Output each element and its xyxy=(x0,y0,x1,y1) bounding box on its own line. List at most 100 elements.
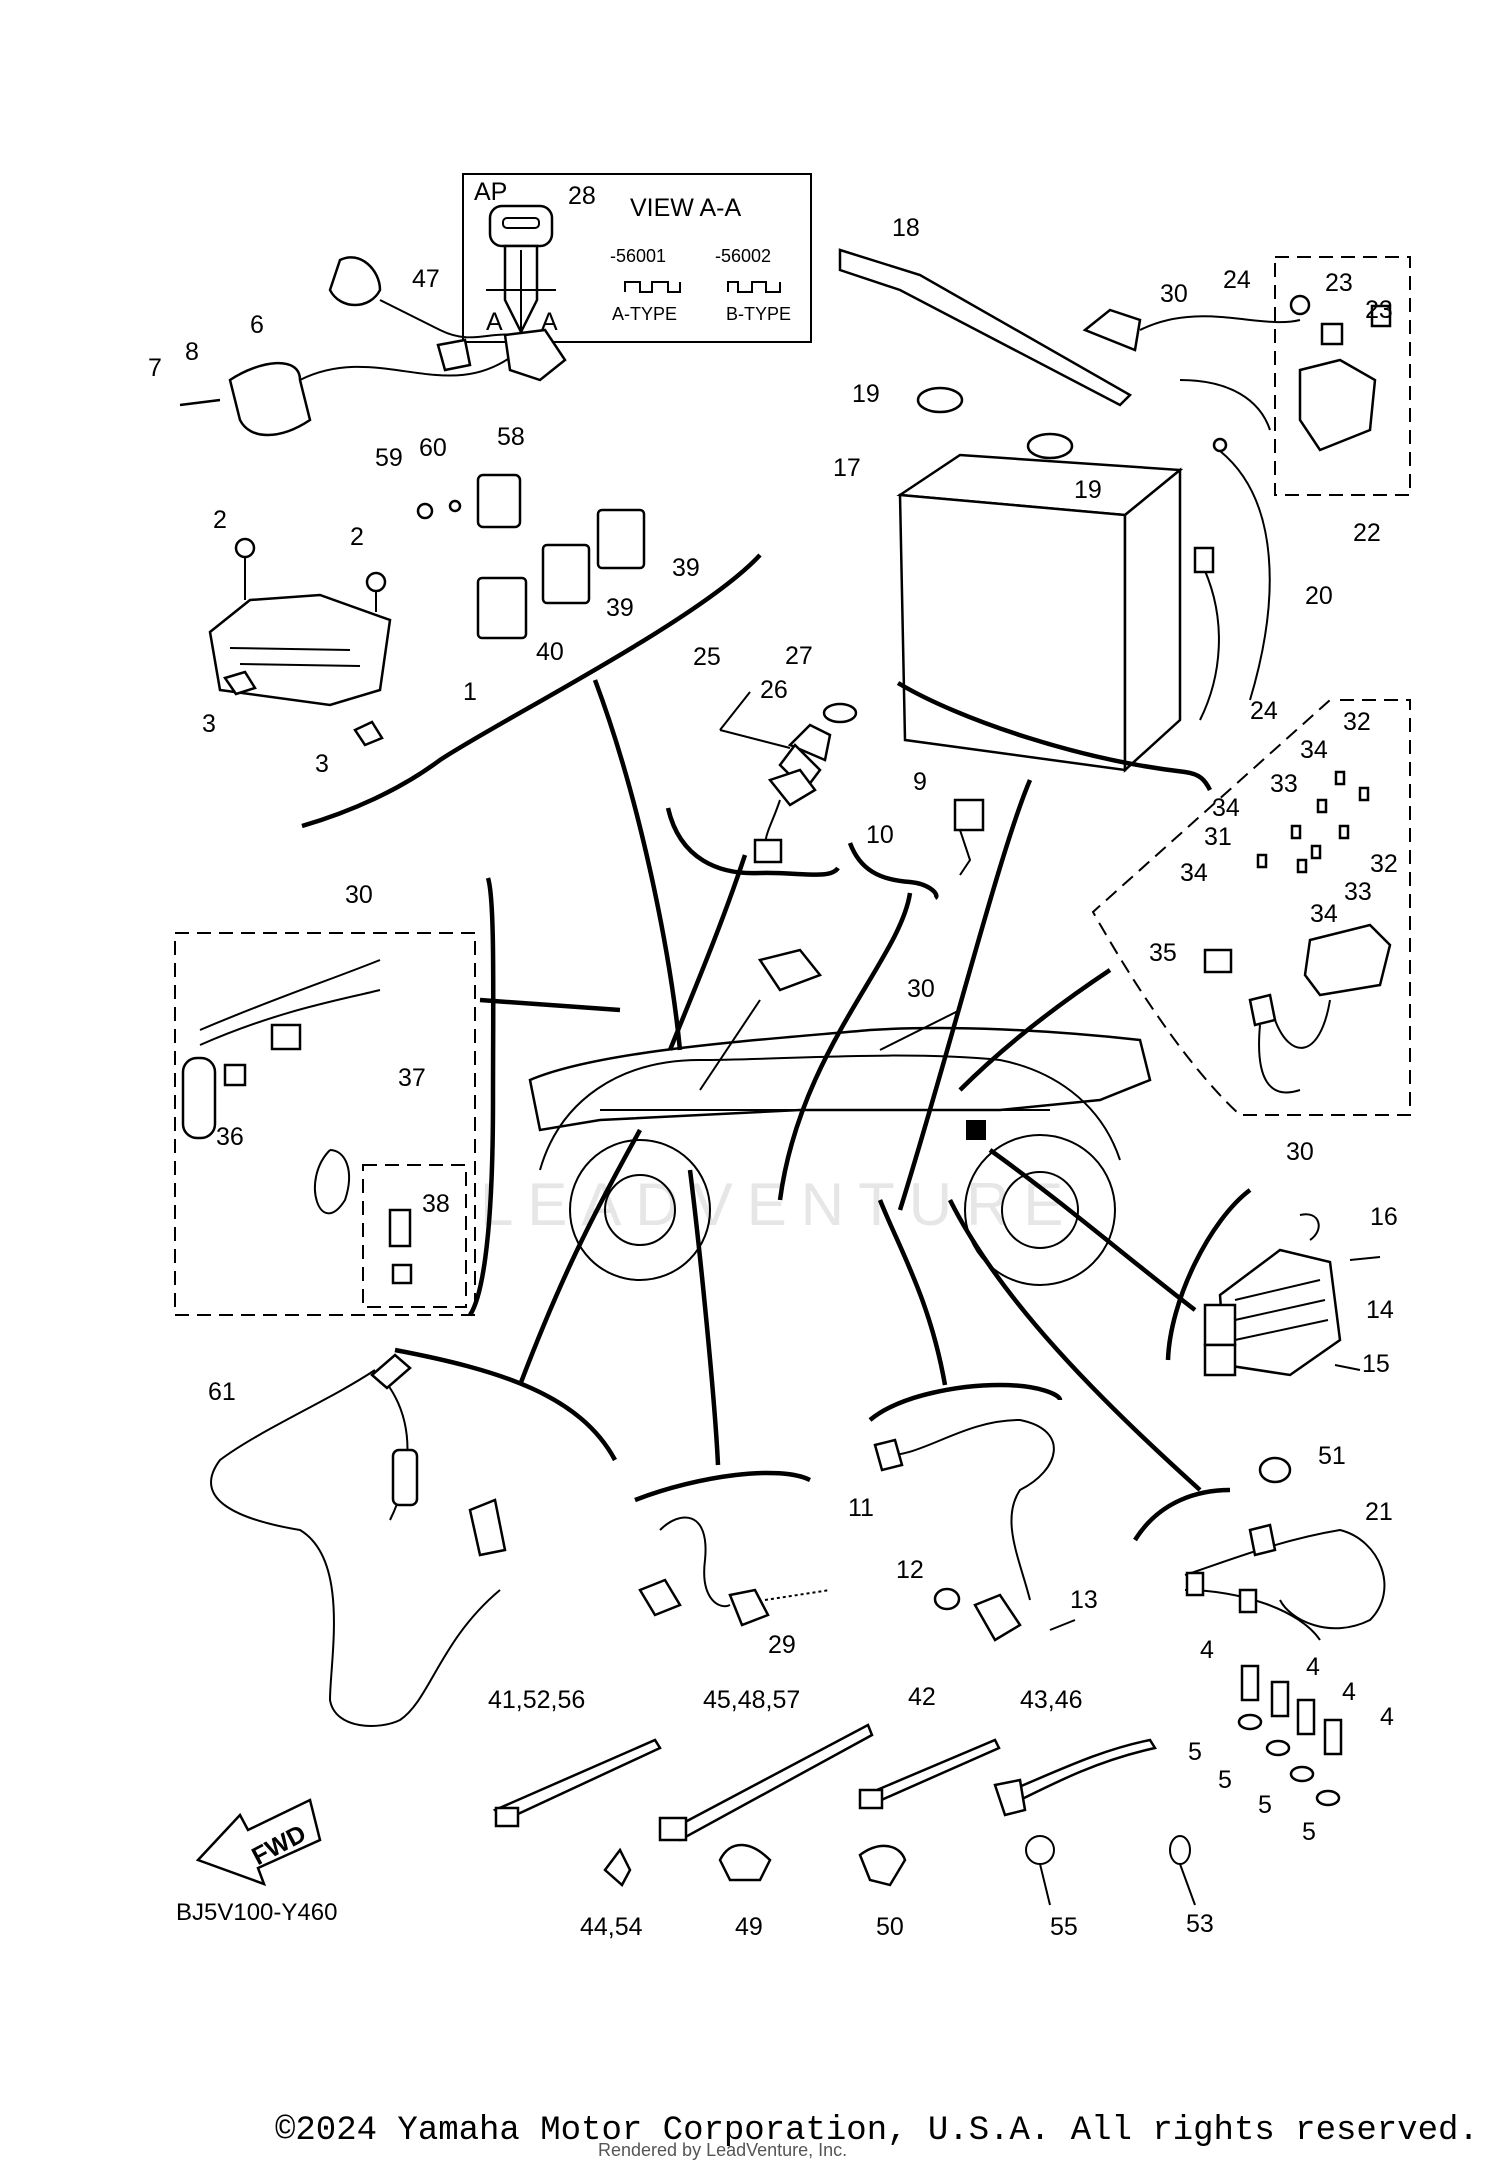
callout-55[interactable]: 55 xyxy=(1050,1913,1078,1941)
tie-bands xyxy=(492,1723,1158,1842)
callout-21[interactable]: 21 xyxy=(1365,1498,1393,1526)
callout-49[interactable]: 49 xyxy=(735,1913,763,1941)
callout-34-b[interactable]: 34 xyxy=(1212,794,1240,822)
callout-11[interactable]: 11 xyxy=(848,1494,874,1522)
callout-20[interactable]: 20 xyxy=(1305,582,1333,610)
bracket-11 xyxy=(868,1382,1063,1422)
callout-5-c[interactable]: 5 xyxy=(1258,1791,1272,1819)
callout-15[interactable]: 15 xyxy=(1362,1350,1390,1378)
callout-41-52-56[interactable]: 41,52,56 xyxy=(488,1686,585,1714)
copyright-notice: ©2024 Yamaha Motor Corporation, U.S.A. A… xyxy=(275,2112,1479,2150)
regulator-group xyxy=(1203,1213,1381,1377)
callout-7[interactable]: 7 xyxy=(148,354,162,382)
callout-30-right[interactable]: 30 xyxy=(1286,1138,1314,1166)
fuse-box xyxy=(1203,770,1392,1094)
callout-5-a[interactable]: 5 xyxy=(1188,1738,1202,1766)
callout-23-left[interactable]: 23 xyxy=(1325,269,1353,297)
ecu-group xyxy=(208,537,392,747)
callout-4-b[interactable]: 4 xyxy=(1306,1653,1320,1681)
callout-28[interactable]: 28 xyxy=(568,182,596,210)
callout-24-bottom[interactable]: 24 xyxy=(1250,697,1278,725)
callout-25[interactable]: 25 xyxy=(693,643,721,671)
callout-19-left[interactable]: 19 xyxy=(852,380,880,408)
callout-32-bottom[interactable]: 32 xyxy=(1370,850,1398,878)
callout-24-top[interactable]: 24 xyxy=(1223,266,1251,294)
bracket-left-detail xyxy=(468,877,496,1317)
callout-19-right[interactable]: 19 xyxy=(1074,476,1102,504)
callout-35[interactable]: 35 xyxy=(1149,939,1177,967)
callout-8[interactable]: 8 xyxy=(185,338,199,366)
inset-view-title: VIEW A-A xyxy=(630,194,741,222)
callout-4-c[interactable]: 4 xyxy=(1342,1678,1356,1706)
callout-43-46[interactable]: 43,46 xyxy=(1020,1686,1083,1714)
callout-3-lower[interactable]: 3 xyxy=(315,750,329,778)
callout-39-top[interactable]: 39 xyxy=(672,554,700,582)
callout-33-top[interactable]: 33 xyxy=(1270,770,1298,798)
main-switch-group xyxy=(719,691,858,864)
atv-frame xyxy=(528,948,1152,1286)
callout-33-bottom[interactable]: 33 xyxy=(1344,878,1372,906)
callout-30-top[interactable]: 30 xyxy=(1160,280,1188,308)
callout-2-left[interactable]: 2 xyxy=(213,506,227,534)
callout-17[interactable]: 17 xyxy=(833,454,861,482)
callout-3-upper[interactable]: 3 xyxy=(202,710,216,738)
ignition-coil-group xyxy=(179,256,567,437)
sensor-4-group xyxy=(1237,1664,1343,1807)
callout-51[interactable]: 51 xyxy=(1318,1442,1346,1470)
callout-22[interactable]: 22 xyxy=(1353,519,1381,547)
callout-50[interactable]: 50 xyxy=(876,1913,904,1941)
harness-21-group xyxy=(1184,1456,1386,1641)
callout-58[interactable]: 58 xyxy=(497,423,525,451)
callout-30-left[interactable]: 30 xyxy=(345,881,373,909)
harness-detail-dashed-box xyxy=(174,932,476,1316)
callout-4-d[interactable]: 4 xyxy=(1380,1703,1394,1731)
inset-ap-label: AP xyxy=(474,178,507,206)
fwd-arrow-icon[interactable]: FWD xyxy=(195,1798,322,1887)
callout-32-top[interactable]: 32 xyxy=(1343,708,1371,736)
callout-40[interactable]: 40 xyxy=(536,638,564,666)
callout-18[interactable]: 18 xyxy=(892,214,920,242)
callout-5-b[interactable]: 5 xyxy=(1218,1766,1232,1794)
callout-53[interactable]: 53 xyxy=(1186,1910,1214,1938)
inset-code-56001: -56001 xyxy=(610,246,666,266)
clamps xyxy=(603,1835,1196,1906)
callout-59[interactable]: 59 xyxy=(375,444,403,472)
callout-23-right[interactable]: 23 xyxy=(1365,296,1393,324)
callout-12[interactable]: 12 xyxy=(896,1556,924,1584)
callout-45-48-57[interactable]: 45,48,57 xyxy=(703,1686,800,1714)
callout-60[interactable]: 60 xyxy=(419,434,447,462)
callout-14[interactable]: 14 xyxy=(1366,1296,1394,1324)
callout-10[interactable]: 10 xyxy=(866,821,894,849)
callout-39-bottom[interactable]: 39 xyxy=(606,594,634,622)
diagram-code: BJ5V100-Y460 xyxy=(176,1899,337,1926)
callout-38[interactable]: 38 xyxy=(422,1190,450,1218)
callout-4-a[interactable]: 4 xyxy=(1200,1636,1214,1664)
callout-27[interactable]: 27 xyxy=(785,642,813,670)
callout-30-center[interactable]: 30 xyxy=(907,975,935,1003)
callout-2-right[interactable]: 2 xyxy=(350,523,364,551)
callout-9[interactable]: 9 xyxy=(913,768,927,796)
callout-37[interactable]: 37 xyxy=(398,1064,426,1092)
callout-61[interactable]: 61 xyxy=(208,1378,236,1406)
callout-6[interactable]: 6 xyxy=(250,311,264,339)
callout-29[interactable]: 29 xyxy=(768,1631,796,1659)
callout-36[interactable]: 36 xyxy=(216,1123,244,1151)
callout-42[interactable]: 42 xyxy=(908,1683,936,1711)
callout-44-54[interactable]: 44,54 xyxy=(580,1913,643,1941)
callout-16[interactable]: 16 xyxy=(1370,1203,1398,1231)
callout-31[interactable]: 31 xyxy=(1204,823,1232,851)
callout-1[interactable]: 1 xyxy=(463,678,477,706)
callout-34-c[interactable]: 34 xyxy=(1180,859,1208,887)
callout-47[interactable]: 47 xyxy=(412,265,440,293)
b-type-profile-icon xyxy=(727,281,781,293)
callout-26[interactable]: 26 xyxy=(760,676,788,704)
callout-5-d[interactable]: 5 xyxy=(1302,1818,1316,1846)
starter-relay-dashed-box xyxy=(1274,256,1411,496)
key-icon xyxy=(486,204,556,335)
battery-group xyxy=(838,248,1271,773)
callout-13[interactable]: 13 xyxy=(1070,1586,1098,1614)
callout-34-a[interactable]: 34 xyxy=(1300,736,1328,764)
harness-detail xyxy=(181,959,413,1285)
bracket-main-switch xyxy=(665,807,840,877)
callout-34-d[interactable]: 34 xyxy=(1310,900,1338,928)
